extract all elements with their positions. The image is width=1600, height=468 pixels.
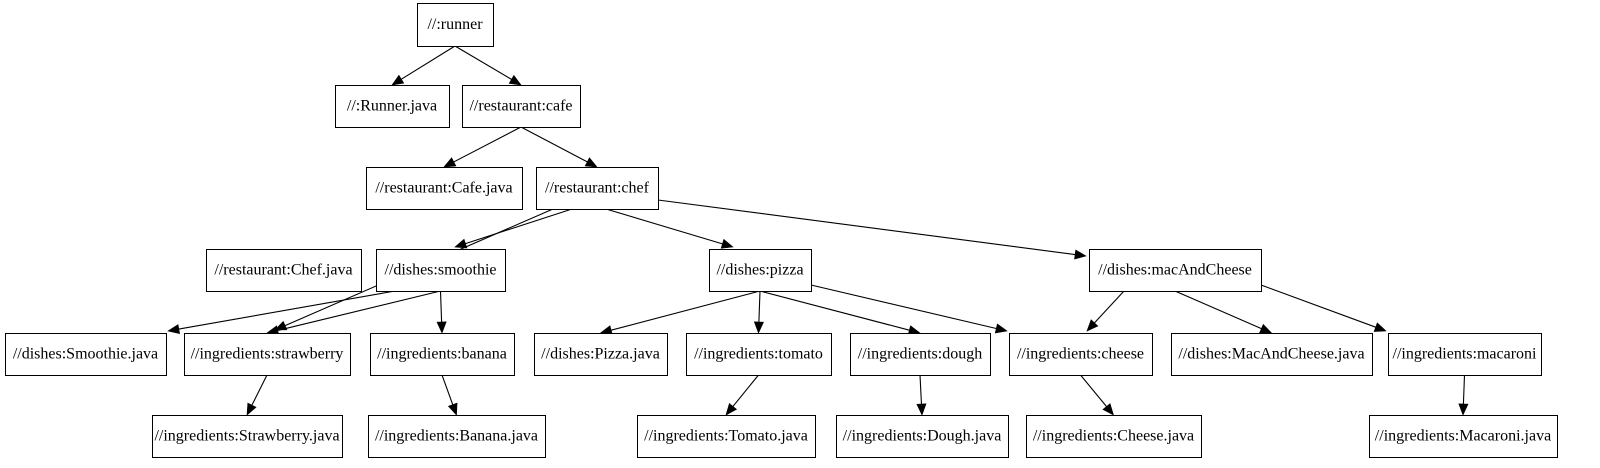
- graph-node[interactable]: //ingredients:Strawberry.java: [152, 415, 343, 458]
- graph-edge: [810, 284, 1008, 334]
- graph-node[interactable]: //ingredients:Cheese.java: [1026, 415, 1202, 458]
- graph-edge: [759, 290, 921, 336]
- graph-node[interactable]: //restaurant:Chef.java: [206, 249, 362, 292]
- graph-node-label: //ingredients:cheese: [1017, 346, 1144, 363]
- graph-node[interactable]: //dishes:MacAndCheese.java: [1171, 333, 1373, 376]
- nodes-layer: //:runner //:Runner.java //restaurant:cafe…: [5, 3, 1558, 458]
- graph-node[interactable]: //ingredients:dough: [850, 333, 991, 376]
- graph-node-label: //restaurant:chef: [545, 180, 650, 197]
- graph-node[interactable]: //ingredients:Macaroni.java: [1369, 415, 1558, 458]
- graph-edge: [1174, 290, 1273, 334]
- graph-node[interactable]: //ingredients:Dough.java: [836, 415, 1009, 458]
- graph-edge: [1260, 284, 1387, 332]
- graph-node[interactable]: //dishes:Pizza.java: [534, 333, 668, 376]
- graph-edge: [1458, 374, 1469, 416]
- graph-node-label: //:Runner.java: [347, 98, 437, 115]
- graph-edge: [167, 290, 396, 335]
- graph-node[interactable]: //ingredients:cheese: [1009, 333, 1153, 376]
- graph-node-label: //ingredients:Strawberry.java: [154, 428, 339, 445]
- graph-edge: [1086, 290, 1125, 332]
- graph-node-label: //dishes:MacAndCheese.java: [1178, 346, 1364, 363]
- graph-node-label: //ingredients:Banana.java: [375, 428, 538, 445]
- graph-edge: [520, 126, 598, 168]
- graph-edge: [246, 374, 268, 416]
- graph-edge: [725, 374, 759, 416]
- graph-node-label: //ingredients:Dough.java: [843, 428, 1002, 445]
- graph-node-label: //restaurant:Cafe.java: [375, 180, 512, 197]
- graph-edge: [454, 45, 522, 86]
- graph-edge: [266, 290, 441, 336]
- graph-node-label: //dishes:Pizza.java: [541, 346, 660, 363]
- graph-node[interactable]: //:Runner.java: [335, 85, 450, 128]
- graph-edge: [436, 290, 447, 334]
- graph-edge: [1080, 374, 1114, 416]
- graph-node-label: //dishes:smoothie: [385, 262, 497, 279]
- graph-edge: [454, 208, 573, 249]
- graph-node-label: //dishes:pizza: [716, 262, 803, 279]
- graph-node-label: //ingredients:banana: [377, 346, 507, 363]
- graph-node[interactable]: //dishes:pizza: [709, 249, 812, 292]
- graph-node-label: //dishes:Smoothie.java: [13, 346, 158, 363]
- graph-node-label: //:runner: [427, 16, 483, 33]
- graph-node[interactable]: //restaurant:Cafe.java: [366, 167, 523, 210]
- graph-node-label: //ingredients:dough: [858, 346, 982, 363]
- graph-node[interactable]: //restaurant:chef: [536, 167, 659, 210]
- graph-node[interactable]: //dishes:macAndCheese: [1089, 249, 1262, 292]
- graph-node-label: //ingredients:Macaroni.java: [1375, 428, 1551, 445]
- graph-node[interactable]: //ingredients:macaroni: [1388, 333, 1542, 376]
- graph-node[interactable]: //dishes:Smoothie.java: [5, 333, 167, 376]
- graph-node-label: //ingredients:strawberry: [191, 346, 344, 363]
- graph-node[interactable]: //dishes:smoothie: [376, 249, 506, 292]
- graph-node[interactable]: //ingredients:strawberry: [184, 333, 351, 376]
- graph-node[interactable]: //ingredients:tomato: [686, 333, 832, 376]
- graph-node[interactable]: //ingredients:banana: [370, 333, 515, 376]
- graph-edge: [443, 126, 522, 168]
- graph-node[interactable]: //ingredients:Banana.java: [368, 415, 546, 458]
- graph-edge: [753, 290, 764, 334]
- graph-node[interactable]: //:runner: [417, 3, 494, 47]
- graph-node-label: //restaurant:cafe: [469, 98, 572, 115]
- graph-node-label: //ingredients:tomato: [694, 346, 823, 363]
- graph-node-label: //ingredients:Cheese.java: [1033, 428, 1194, 445]
- graph-edge: [599, 290, 761, 336]
- graph-node-label: //ingredients:Tomato.java: [644, 428, 808, 445]
- graph-edge: [657, 199, 1087, 260]
- graph-edge: [391, 45, 456, 86]
- graph-edge: [916, 374, 927, 416]
- graph-edge: [441, 374, 458, 416]
- graph-node[interactable]: //restaurant:cafe: [462, 85, 581, 128]
- graph-node[interactable]: //ingredients:Tomato.java: [637, 415, 816, 458]
- graph-node-label: //dishes:macAndCheese: [1098, 262, 1252, 279]
- graph-node-label: //restaurant:Chef.java: [214, 262, 352, 279]
- graph-edge: [605, 208, 734, 249]
- graph-node-label: //ingredients:macaroni: [1393, 346, 1538, 363]
